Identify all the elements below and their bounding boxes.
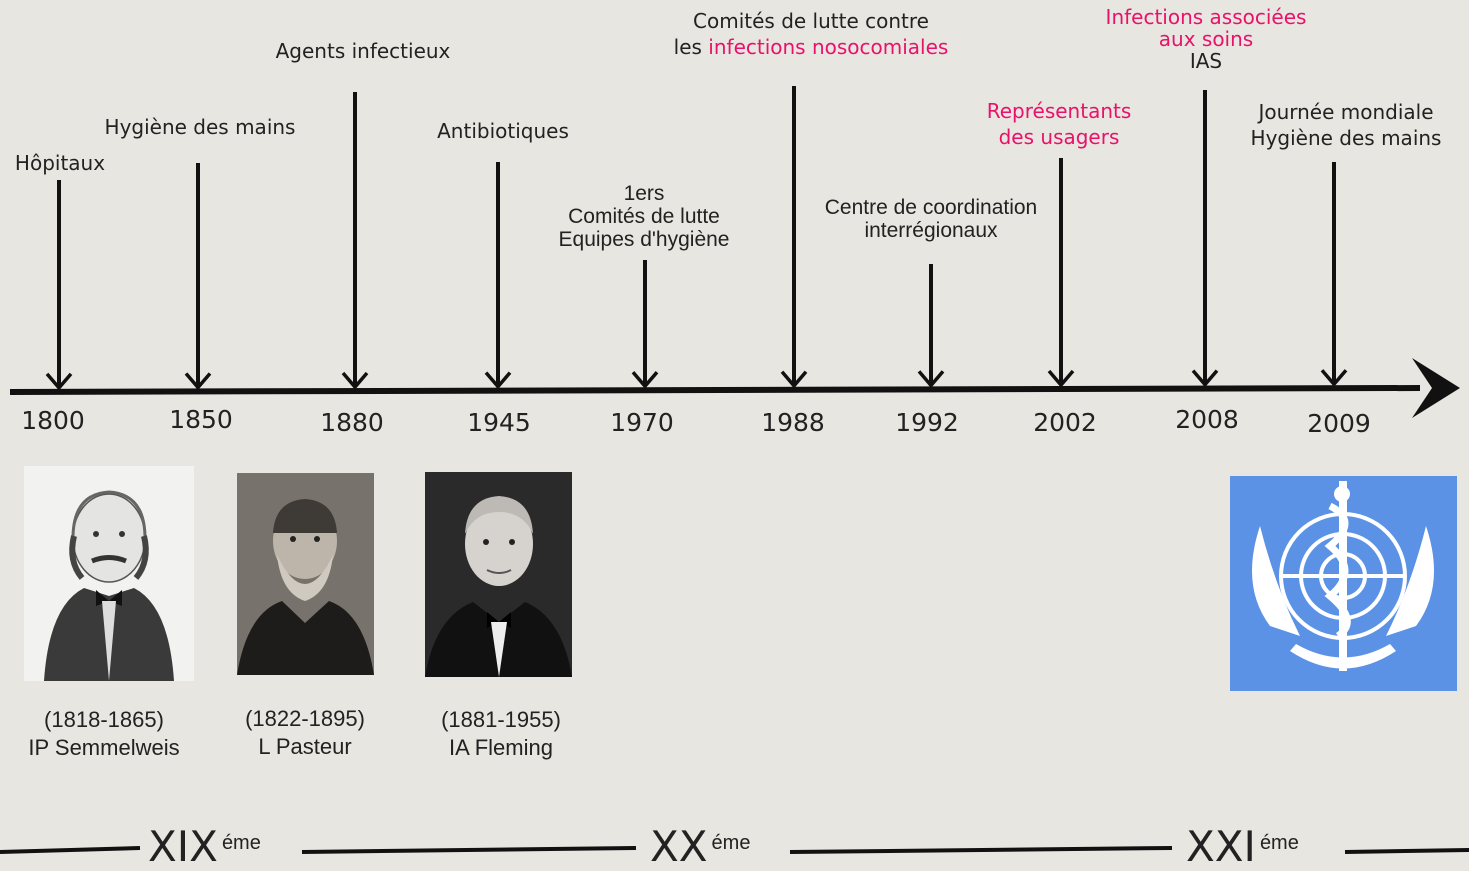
caption-dates: (1818-1865) bbox=[44, 707, 164, 732]
century-numeral: XIX bbox=[148, 822, 218, 871]
event-label-text: interrégionaux bbox=[864, 219, 998, 242]
caption-semmelweis: (1818-1865) IP Semmelweis bbox=[28, 706, 179, 762]
event-label-line: Comités de lutte bbox=[559, 205, 730, 228]
event-label-text: Antibiotiques bbox=[437, 119, 569, 143]
event-arrow-head-icon bbox=[1191, 369, 1219, 388]
caption-name: IP Semmelweis bbox=[28, 735, 180, 760]
event-label-line: Hygiène des mains bbox=[1251, 125, 1442, 151]
event-arrow-head-icon bbox=[184, 372, 212, 391]
event-arrows bbox=[45, 86, 1348, 391]
caption-pasteur: (1822-1895) L Pasteur bbox=[245, 705, 365, 761]
event-label-line: Journée mondiale bbox=[1251, 99, 1442, 125]
year-label: 2008 bbox=[1175, 405, 1239, 434]
event-label-text: des usagers bbox=[998, 125, 1120, 149]
year-label: 1992 bbox=[895, 408, 959, 437]
event-label: Agents infectieux bbox=[276, 38, 451, 64]
event-label-text: Comités de lutte bbox=[568, 205, 720, 228]
event-label-line: Hôpitaux bbox=[15, 150, 105, 176]
event-label-line: Antibiotiques bbox=[437, 118, 569, 144]
event-label-line: Représentants bbox=[987, 98, 1132, 124]
event-label-line: 1ers bbox=[559, 182, 730, 205]
century-suffix: éme bbox=[1259, 832, 1299, 854]
year-label: 1800 bbox=[21, 406, 85, 435]
timeline-arrowhead-icon bbox=[1412, 358, 1460, 418]
century-suffix: éme bbox=[221, 832, 261, 854]
event-label-line: IAS bbox=[1106, 50, 1307, 72]
event-label-text: Equipes d'hygiène bbox=[558, 228, 730, 251]
caption-dates: (1881-1955) bbox=[441, 707, 561, 732]
century-lines bbox=[0, 846, 1469, 854]
event-label-text: Représentants bbox=[986, 99, 1132, 123]
year-label: 1988 bbox=[761, 408, 825, 437]
event-label-line: Agents infectieux bbox=[276, 38, 451, 64]
event-label-line: Infections associées bbox=[1106, 6, 1307, 28]
event-label-text: Hygiène des mains bbox=[104, 115, 296, 139]
event-label-line: les infections nosocomiales bbox=[674, 34, 949, 60]
event-label-text: infections nosocomiales bbox=[708, 35, 949, 59]
event-label-text: Comités de lutte contre bbox=[693, 9, 929, 33]
event-label-text: Journée mondiale bbox=[1258, 100, 1434, 124]
event-label-line: des usagers bbox=[987, 124, 1132, 150]
event-label-text: 1ers bbox=[623, 182, 665, 205]
event-label-line: Equipes d'hygiène bbox=[559, 228, 730, 251]
event-label-text: Infections associées bbox=[1105, 5, 1307, 29]
caption-name: L Pasteur bbox=[258, 734, 352, 759]
event-arrow-head-icon bbox=[917, 370, 945, 389]
event-arrow-head-icon bbox=[45, 372, 73, 391]
event-arrow-head-icon bbox=[341, 371, 369, 390]
century-suffix: éme bbox=[711, 832, 751, 854]
event-label-text: Hôpitaux bbox=[14, 151, 106, 175]
year-label: 2009 bbox=[1307, 409, 1371, 438]
event-arrow-head-icon bbox=[1320, 369, 1348, 387]
event-arrow-head-icon bbox=[484, 371, 512, 390]
portrait-fleming bbox=[425, 472, 572, 677]
event-label: Hôpitaux bbox=[15, 150, 105, 176]
event-label: Hygiène des mains bbox=[105, 114, 296, 140]
event-label-text: les bbox=[673, 35, 709, 59]
event-label-text: Hygiène des mains bbox=[1250, 126, 1442, 150]
event-arrow-head-icon bbox=[631, 371, 659, 389]
event-label-line: Centre de coordination bbox=[825, 196, 1037, 219]
event-label-text: Centre de coordination bbox=[824, 196, 1038, 219]
event-label-line: interrégionaux bbox=[825, 219, 1037, 242]
event-label-line: aux soins bbox=[1106, 28, 1307, 50]
century-numeral: XX bbox=[650, 822, 708, 871]
year-label: 2002 bbox=[1033, 408, 1097, 437]
event-arrow-head-icon bbox=[1047, 369, 1075, 388]
event-label: Antibiotiques bbox=[437, 118, 569, 144]
event-label-line: Comités de lutte contre bbox=[674, 8, 949, 34]
event-label-text: Agents infectieux bbox=[275, 39, 451, 63]
who-emblem-icon bbox=[1230, 476, 1457, 691]
caption-dates: (1822-1895) bbox=[245, 706, 365, 731]
event-label-text: aux soins bbox=[1158, 27, 1254, 51]
event-arrow-head-icon bbox=[780, 370, 808, 389]
century-numeral: XXI bbox=[1186, 822, 1256, 871]
event-label-text: IAS bbox=[1189, 49, 1223, 73]
year-label: 1850 bbox=[169, 405, 233, 434]
caption-fleming: (1881-1955) IA Fleming bbox=[441, 706, 561, 762]
year-label: 1945 bbox=[467, 408, 531, 437]
portrait-pasteur bbox=[237, 473, 374, 675]
year-label: 1880 bbox=[320, 408, 384, 437]
caption-name: IA Fleming bbox=[449, 735, 553, 760]
year-label: 1970 bbox=[610, 408, 674, 437]
event-label-line: Hygiène des mains bbox=[105, 114, 296, 140]
timeline-axis bbox=[9, 385, 1421, 395]
portrait-semmelweis bbox=[24, 466, 194, 681]
